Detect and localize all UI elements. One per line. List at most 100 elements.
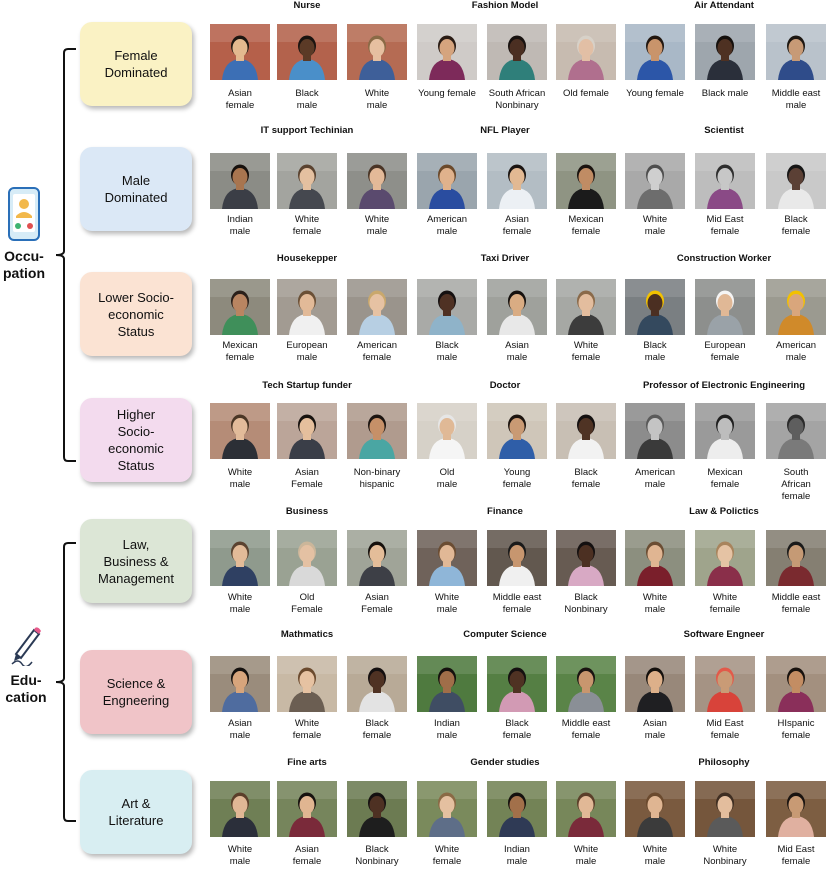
portrait-image (277, 530, 337, 586)
portrait-caption: Black Nonbinary (355, 844, 399, 867)
subgroup-title: Professor of Electronic Engineering (642, 380, 806, 391)
portrait-image (277, 153, 337, 209)
subgroup-title: Fine arts (287, 757, 327, 768)
education-brace (52, 542, 78, 827)
subgroup-title: Air Attendant (694, 0, 754, 11)
portrait-image (210, 403, 270, 459)
portrait-caption: Young female (502, 467, 532, 490)
portrait-image (766, 24, 826, 80)
portrait-image (277, 781, 337, 837)
portrait-image (277, 24, 337, 80)
portrait-caption: American female (356, 340, 398, 363)
portrait-image (210, 530, 270, 586)
portrait-image (347, 656, 407, 712)
portrait-image (487, 403, 547, 459)
category-box: Science & Engneering (80, 650, 192, 734)
portrait-caption: South African female (781, 467, 811, 502)
subgroup-title: Doctor (489, 380, 521, 391)
portrait-caption: Asian female (292, 844, 322, 867)
portrait-image (487, 153, 547, 209)
portrait-caption: White female (571, 340, 601, 363)
portrait-image (487, 530, 547, 586)
portrait-caption: Middle east female (492, 592, 542, 615)
portrait-caption: South African Nonbinary (488, 88, 546, 111)
portrait-caption: Asian Female (361, 592, 393, 615)
portrait-image (210, 781, 270, 837)
portrait-caption: Indian male (227, 214, 253, 237)
portrait-caption: Asian male (505, 340, 529, 363)
portrait-caption: American male (775, 340, 817, 363)
portrait-caption: Black male (701, 88, 749, 99)
category-box: Female Dominated (80, 22, 192, 106)
subgroup-title: Tech Startup funder (262, 380, 352, 391)
portrait-caption: White male (227, 592, 253, 615)
portrait-image (277, 279, 337, 335)
portrait-caption: Middle east male (771, 88, 821, 111)
portrait-image (347, 530, 407, 586)
portrait-caption: Black female (781, 214, 811, 237)
portrait-caption: Black female (502, 718, 532, 741)
portrait-image (625, 781, 685, 837)
portrait-caption: White female (432, 844, 462, 867)
portrait-caption: White female (292, 718, 322, 741)
portrait-image (766, 153, 826, 209)
subgroup-title: IT support Techinian (260, 125, 354, 136)
portrait-image (625, 530, 685, 586)
portrait-image (487, 656, 547, 712)
portrait-caption: Mid East female (706, 718, 744, 741)
portrait-caption: Asian female (502, 214, 532, 237)
pen-writing-icon (8, 624, 44, 671)
portrait-caption: White male (642, 214, 668, 237)
subgroup-title: Fashion Model (471, 0, 539, 11)
portrait-image (210, 279, 270, 335)
portrait-caption: Middle east female (561, 718, 611, 741)
portrait-image (695, 403, 755, 459)
portrait-image (556, 530, 616, 586)
portrait-caption: American male (634, 467, 676, 490)
portrait-caption: Asian male (643, 718, 667, 741)
subgroup-title: Taxi Driver (480, 253, 530, 264)
subgroup-title: Construction Worker (676, 253, 772, 264)
portrait-image (695, 781, 755, 837)
portrait-image (766, 781, 826, 837)
category-box: Higher Socio- economic Status (80, 398, 192, 482)
portrait-image (417, 530, 477, 586)
portrait-caption: Mexican female (707, 467, 743, 490)
portrait-image (417, 279, 477, 335)
portrait-caption: Non-binary hispanic (353, 467, 401, 490)
portrait-caption: White Nonbinary (703, 844, 747, 867)
portrait-caption: White male (642, 844, 668, 867)
portrait-image (766, 530, 826, 586)
portrait-caption: White femaile (709, 592, 741, 615)
portrait-caption: Black Nonbinary (564, 592, 608, 615)
portrait-caption: Young female (418, 88, 476, 99)
portrait-caption: Black male (295, 88, 319, 111)
portrait-caption: Asian female (225, 88, 255, 111)
subgroup-title: Nurse (293, 0, 321, 11)
portrait-image (210, 24, 270, 80)
portrait-caption: Black female (362, 718, 392, 741)
portrait-image (277, 403, 337, 459)
portrait-image (625, 279, 685, 335)
portrait-caption: European female (704, 340, 746, 363)
portrait-image (347, 24, 407, 80)
portrait-caption: Young female (626, 88, 684, 99)
portrait-caption: Black male (643, 340, 667, 363)
portrait-caption: Old Female (291, 592, 323, 615)
subgroup-title: Housekepper (276, 253, 338, 264)
portrait-image (417, 403, 477, 459)
subgroup-title: Computer Science (463, 629, 547, 640)
portrait-caption: Black male (435, 340, 459, 363)
portrait-image (695, 279, 755, 335)
portrait-caption: White male (227, 467, 253, 490)
portrait-image (347, 403, 407, 459)
portrait-caption: Mexican female (568, 214, 604, 237)
subgroup-title: Software Engneer (683, 629, 765, 640)
portrait-caption: Middle east female (771, 592, 821, 615)
portrait-caption: White female (292, 214, 322, 237)
portrait-caption: American male (426, 214, 468, 237)
portrait-image (556, 781, 616, 837)
portrait-image (625, 153, 685, 209)
portrait-image (417, 24, 477, 80)
portrait-image (487, 279, 547, 335)
